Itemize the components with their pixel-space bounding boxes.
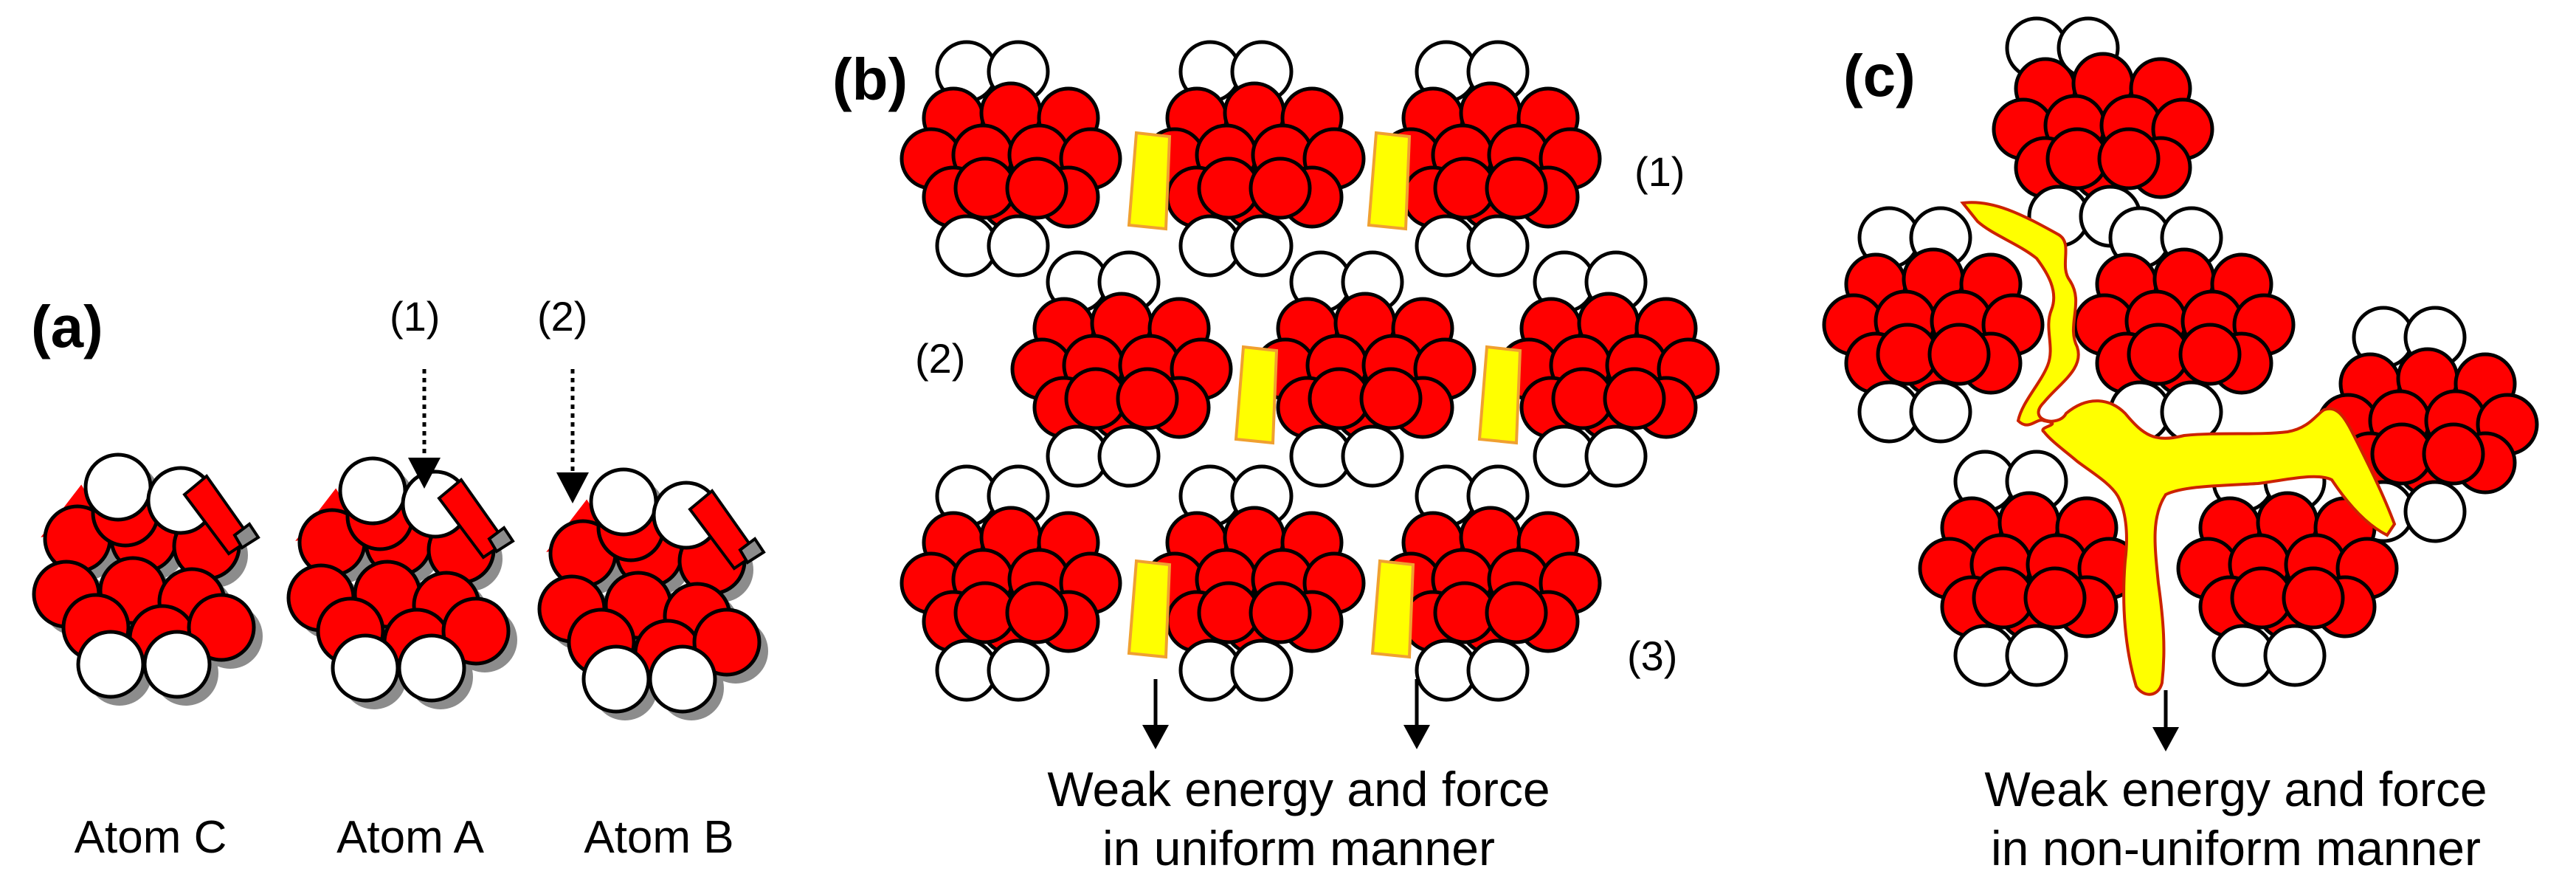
panel-c-atom-clusters xyxy=(1822,16,2539,687)
white-atom xyxy=(987,214,1050,278)
panel-c-caption-line-1: Weak energy and force xyxy=(1984,762,2487,816)
weak-bond-4 xyxy=(1477,345,1522,445)
panel-c: (c) Weak energy and force in non-uniform… xyxy=(1822,16,2539,875)
red-atom xyxy=(2422,422,2485,486)
white-atom xyxy=(2263,624,2327,687)
red-atom xyxy=(2023,566,2087,630)
atom-c xyxy=(32,452,263,706)
cluster-c-right xyxy=(2316,306,2539,543)
cluster-r2-c2 xyxy=(1254,250,1477,488)
cluster-r3-c2 xyxy=(1143,464,1366,702)
panel-c-caption-line-2: in non-uniform manner xyxy=(1991,821,2481,875)
cluster-r1-c1 xyxy=(899,40,1122,278)
weak-bond-1 xyxy=(1127,131,1172,231)
panel-a: (a) (1) (2) Atom C Atom A Atom B xyxy=(31,293,768,863)
cluster-r3-c3 xyxy=(1379,464,1602,702)
panel-b-row-label-3: (3) xyxy=(1627,633,1677,679)
cluster-c-bottom-right xyxy=(2176,450,2399,687)
red-atom xyxy=(187,593,256,662)
white-atom xyxy=(648,644,717,714)
cluster-r2-c1 xyxy=(1010,250,1233,488)
atom-b-label: Atom B xyxy=(584,812,733,863)
panel-b-caption-line-2: in uniform manner xyxy=(1102,821,1495,875)
cluster-c-left xyxy=(1822,206,2045,444)
red-atom xyxy=(1359,367,1423,430)
atom-a xyxy=(286,456,517,709)
panel-b-weak-bonds xyxy=(1127,131,1522,659)
panel-b-caption-line-1: Weak energy and force xyxy=(1047,762,1550,816)
panel-c-irregular-weak-bond xyxy=(1960,201,2397,696)
cluster-r3-c1 xyxy=(899,464,1122,702)
panel-b-label: (b) xyxy=(832,47,908,112)
panel-a-label: (a) xyxy=(31,294,103,359)
red-atom xyxy=(2282,566,2345,630)
white-atom xyxy=(589,467,658,537)
atom-b xyxy=(537,467,768,720)
panel-a-arrow-1-head xyxy=(408,458,441,489)
white-atom xyxy=(1230,214,1294,278)
white-atom xyxy=(331,633,400,703)
atom-a-label: Atom A xyxy=(336,812,485,863)
bond-bar-tip xyxy=(487,526,515,554)
atom-c-label: Atom C xyxy=(75,812,227,863)
white-atom xyxy=(2403,480,2467,543)
white-atom xyxy=(2005,624,2068,687)
panel-c-arrow-head xyxy=(2152,727,2179,751)
red-atom xyxy=(1927,323,1991,386)
cluster-r1-c3 xyxy=(1379,40,1602,278)
cluster-c-mid xyxy=(2073,206,2296,444)
cluster-c-bottom-left xyxy=(1918,450,2141,687)
bond-bar-tip xyxy=(232,522,260,550)
white-atom xyxy=(397,633,466,703)
red-atom xyxy=(1485,156,1548,220)
cluster-r1-c2 xyxy=(1143,40,1366,278)
panel-b-row-label-2: (2) xyxy=(915,335,965,382)
panel-b: (b) (1) (2) (3) Weak energy and force in… xyxy=(832,40,1720,875)
white-atom xyxy=(1466,214,1530,278)
white-atom xyxy=(338,456,407,526)
red-atom xyxy=(1005,156,1068,220)
bond-bar-tip xyxy=(738,537,766,565)
panel-b-atom-clusters xyxy=(899,40,1720,702)
panel-c-label: (c) xyxy=(1843,43,1916,109)
red-atom xyxy=(2178,323,2242,386)
panel-a-arrow-label-1: (1) xyxy=(390,293,440,340)
cluster-r2-c3 xyxy=(1497,250,1720,488)
weak-bond-6 xyxy=(1370,559,1415,659)
cluster-c-top xyxy=(1992,16,2214,248)
white-atom xyxy=(1097,424,1161,488)
red-atom xyxy=(2097,127,2161,190)
panel-b-row-label-1: (1) xyxy=(1634,148,1685,195)
weak-bond-3 xyxy=(1234,345,1279,445)
red-atom xyxy=(1485,581,1548,644)
red-atom xyxy=(1249,156,1312,220)
red-atom xyxy=(1116,367,1179,430)
white-atom xyxy=(1466,639,1530,702)
white-atom xyxy=(1230,639,1294,702)
weak-bond-5 xyxy=(1127,559,1172,659)
panel-b-arrow-2-head xyxy=(1403,725,1430,749)
red-atom xyxy=(692,608,762,677)
white-atom xyxy=(987,639,1050,702)
red-atom xyxy=(1005,581,1068,644)
red-atom xyxy=(1249,581,1312,644)
white-atom xyxy=(83,452,153,522)
red-atom xyxy=(441,596,511,666)
white-atom xyxy=(142,630,212,699)
panel-a-arrow-label-2: (2) xyxy=(537,293,587,340)
white-atom xyxy=(1341,424,1404,488)
panel-a-atom-clusters xyxy=(32,452,768,720)
red-atom xyxy=(1603,367,1666,430)
panel-b-arrow-1-head xyxy=(1142,725,1169,749)
white-atom xyxy=(581,644,651,714)
weak-bond-2 xyxy=(1367,131,1412,231)
white-atom xyxy=(1584,424,1648,488)
white-atom xyxy=(76,630,145,699)
white-atom xyxy=(1909,380,1972,444)
panel-a-arrow-2-head xyxy=(556,472,589,503)
